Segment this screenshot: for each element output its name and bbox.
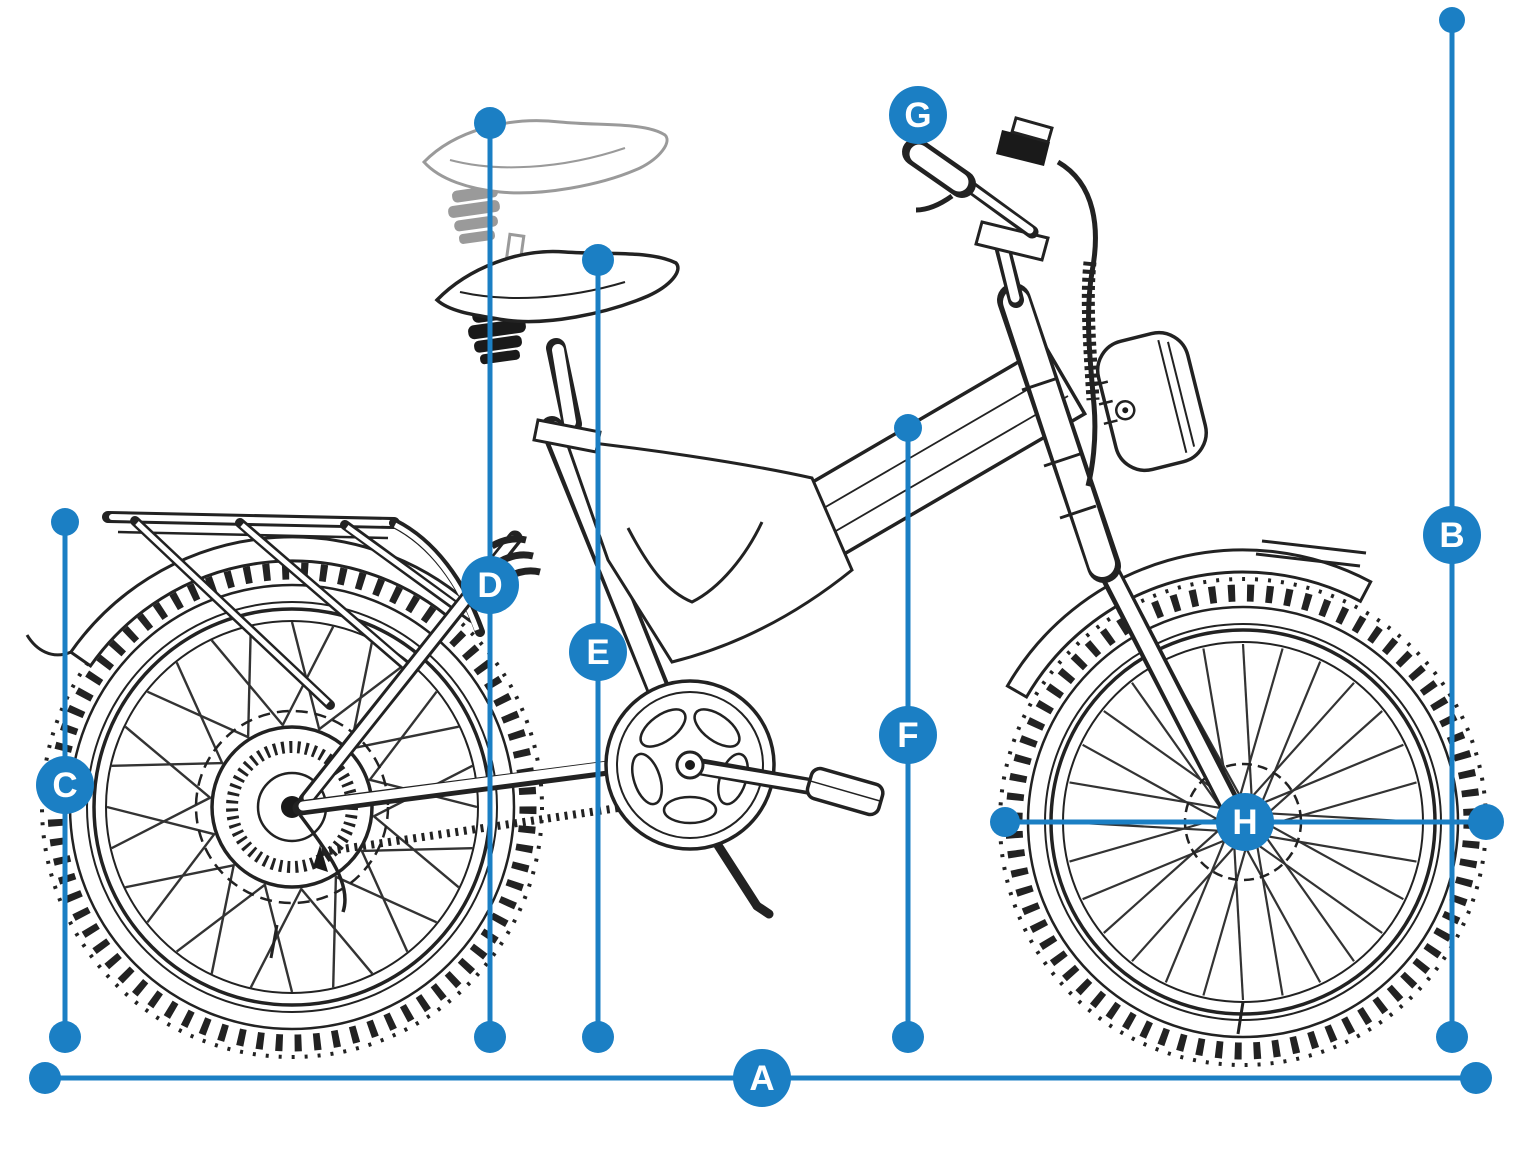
- headlight: [1093, 330, 1208, 473]
- rear-brake-cable: [298, 813, 347, 913]
- dimension-label-b: B: [1423, 506, 1481, 564]
- seatpost-clamp: [532, 418, 602, 454]
- frame: [292, 343, 1088, 816]
- rear-derailleur: [313, 845, 328, 872]
- dimension-label-d: D: [461, 556, 519, 614]
- dimension-label-e: E: [569, 623, 627, 681]
- front-valve-stem: [1236, 1001, 1245, 1035]
- brake-lever: [915, 193, 954, 213]
- frame-side-panel: [563, 438, 854, 664]
- saddle-lowered: [434, 249, 680, 454]
- pedal: [805, 766, 885, 817]
- front-wheel-spokes: [1064, 643, 1422, 1001]
- dimension-label-c: C: [36, 756, 94, 814]
- chain: [321, 804, 619, 856]
- handlebar: [902, 116, 1100, 487]
- rear-cargo-rack: [102, 511, 485, 710]
- rear-valve-stem: [269, 924, 279, 959]
- dimension-label-f: F: [879, 706, 937, 764]
- dimension-label-a: A: [733, 1049, 791, 1107]
- head-tube: [997, 283, 1121, 583]
- kickstand: [707, 831, 762, 911]
- rear-wheel-spokes: [106, 621, 478, 993]
- crankset: [604, 679, 885, 919]
- dimension-label-h: H: [1216, 793, 1274, 851]
- cable-coil: [1081, 261, 1100, 401]
- rear-fender: [25, 535, 472, 668]
- fork: [1095, 555, 1247, 827]
- front-fender: [1005, 539, 1373, 700]
- dimension-label-g: G: [889, 86, 947, 144]
